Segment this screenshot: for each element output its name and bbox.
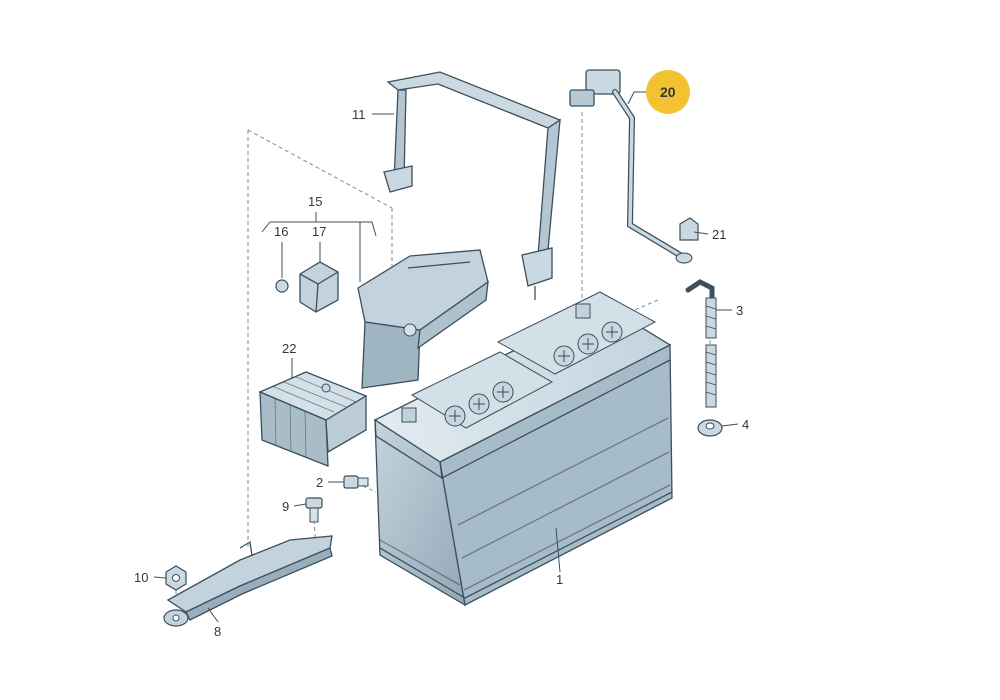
connector-block xyxy=(299,261,339,313)
bolt-9 xyxy=(305,497,323,523)
bolt-2 xyxy=(343,475,369,489)
nut-10 xyxy=(165,565,187,591)
clamp-plate xyxy=(163,535,333,627)
callout-1[interactable]: 1 xyxy=(556,572,563,587)
callout-15[interactable]: 15 xyxy=(308,194,322,209)
callout-17[interactable]: 17 xyxy=(312,224,326,239)
battery-hold-down-strap xyxy=(383,71,562,300)
nut-16 xyxy=(275,279,289,293)
battery-sensor-cable xyxy=(569,69,693,264)
callout-22[interactable]: 22 xyxy=(282,341,296,356)
callout-labels: 11 20 21 3 4 15 16 17 22 2 9 10 8 1 xyxy=(134,84,749,639)
callout-10[interactable]: 10 xyxy=(134,570,148,585)
callout-8[interactable]: 8 xyxy=(214,624,221,639)
callout-9[interactable]: 9 xyxy=(282,499,289,514)
callout-20[interactable]: 20 xyxy=(660,84,676,100)
threaded-rod xyxy=(685,279,717,408)
battery xyxy=(373,291,673,607)
callout-4[interactable]: 4 xyxy=(742,417,749,432)
callout-leaders xyxy=(153,91,739,623)
callout-11[interactable]: 11 xyxy=(352,107,366,122)
nut-21 xyxy=(679,217,699,241)
callout-21[interactable]: 21 xyxy=(712,227,726,242)
callout-3[interactable]: 3 xyxy=(736,303,743,318)
callout-16[interactable]: 16 xyxy=(274,224,288,239)
terminal-cover xyxy=(357,249,489,389)
insulation-sleeve xyxy=(258,371,368,467)
highlight-marker xyxy=(646,70,690,114)
washer xyxy=(697,419,723,437)
callout-2[interactable]: 2 xyxy=(316,475,323,490)
